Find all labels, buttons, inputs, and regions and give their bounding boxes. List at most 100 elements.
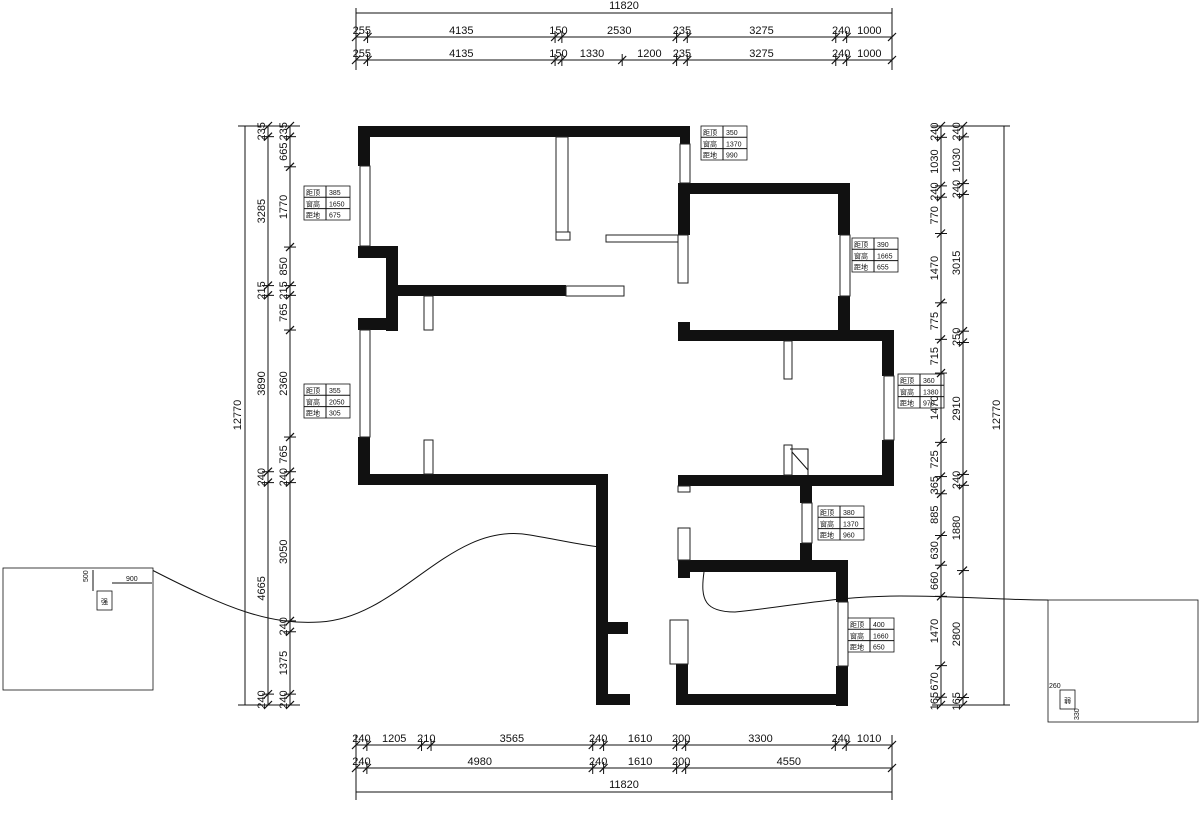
dim-value: 1205 xyxy=(382,733,406,745)
dim-value: 240 xyxy=(256,690,268,708)
dim-value: 630 xyxy=(929,541,941,559)
wall-bedroom1-right-upper xyxy=(838,183,850,235)
wall-bedroom2-right-lower xyxy=(882,440,894,486)
partition-5 xyxy=(423,295,434,331)
partition-2 xyxy=(605,234,687,243)
dim-value: 775 xyxy=(929,312,941,330)
tag-label: 距顶 xyxy=(900,377,914,385)
wiring xyxy=(151,532,1049,623)
dim-value: 1375 xyxy=(278,651,290,675)
wall-bedroom3-right-upper xyxy=(836,560,848,602)
dim-value: 3015 xyxy=(951,251,963,275)
wall-left-notch-bottom xyxy=(358,318,396,330)
dim-value: 850 xyxy=(278,257,290,275)
tag-value: 1665 xyxy=(877,253,893,260)
dim-value: 660 xyxy=(929,572,941,590)
tag-value: 990 xyxy=(726,153,738,160)
socket-box-right xyxy=(1059,689,1076,710)
dim-value: 1010 xyxy=(857,733,881,745)
tag-value: 1370 xyxy=(843,521,859,528)
dim-value: 4550 xyxy=(777,756,801,768)
tag-label: 窗高 xyxy=(306,199,320,208)
dim-value: 1030 xyxy=(929,149,941,173)
wall-bedroom3-stub xyxy=(678,560,690,578)
wall-corridor-left xyxy=(596,474,608,704)
partition-7 xyxy=(783,340,793,380)
window-1 xyxy=(359,165,371,247)
tag-label: 距地 xyxy=(854,263,868,272)
dim-row-left_inner: 2356651770850215765236076524030502401375… xyxy=(278,121,296,710)
wall-bath-lower xyxy=(800,543,812,563)
dim-value: 235 xyxy=(278,122,290,140)
dim-value: 4135 xyxy=(449,25,473,37)
glyph-left: 强 xyxy=(101,598,108,606)
wall-bedroom2-right-upper xyxy=(882,330,894,376)
dim-value: 2360 xyxy=(278,371,290,395)
tag-value: 650 xyxy=(873,645,885,652)
dim-value: 4135 xyxy=(449,48,473,60)
tag-value: 675 xyxy=(329,213,341,220)
tag-label: 窗高 xyxy=(820,519,834,528)
tag-label: 距地 xyxy=(850,643,864,652)
wall-bedroom3-bottom xyxy=(676,694,848,705)
wire-left xyxy=(151,532,601,623)
dim-value: 240 xyxy=(589,733,607,745)
socket-box-left xyxy=(96,590,113,611)
tag-value: 305 xyxy=(329,411,341,418)
dimension-labels: 11820 11820 12770 12770 xyxy=(232,0,1003,791)
partitions xyxy=(423,136,809,665)
dim-value: 255 xyxy=(353,48,371,60)
tag-label: 距顶 xyxy=(854,241,868,249)
window-6 xyxy=(801,502,813,544)
tag-value: 360 xyxy=(923,378,935,385)
window-7 xyxy=(837,601,849,667)
dim-value: 725 xyxy=(929,450,941,468)
wall-bedroom1-left xyxy=(678,183,690,235)
dim-value: 365 xyxy=(929,476,941,494)
wall-bottom-left xyxy=(358,474,606,485)
tag-label: 距地 xyxy=(306,211,320,220)
dim-value: 3275 xyxy=(749,48,773,60)
dim-value: 1610 xyxy=(628,733,652,745)
dim-top-total: 11820 xyxy=(609,0,639,12)
dim-value: 240 xyxy=(832,733,850,745)
detail-right-d2: 330 xyxy=(1074,708,1081,720)
dim-value: 240 xyxy=(951,180,963,198)
tag-value: 1380 xyxy=(923,389,939,396)
dim-left-total: 12770 xyxy=(232,400,244,431)
partition-1 xyxy=(555,136,569,238)
wall-top-right-stub xyxy=(680,126,690,144)
window-2 xyxy=(359,329,371,438)
dim-value: 4980 xyxy=(468,756,492,768)
dim-value: 1880 xyxy=(951,516,963,540)
detail-right: 弱 260 330 xyxy=(1047,599,1199,723)
wire-right xyxy=(702,571,1049,613)
dim-value: 3565 xyxy=(500,733,524,745)
tag-label: 距顶 xyxy=(703,129,717,137)
glyph-right: 弱 xyxy=(1064,697,1071,705)
wall-bedroom2-bottom xyxy=(678,475,894,486)
dim-value: 770 xyxy=(929,206,941,224)
tag-label: 距顶 xyxy=(850,621,864,629)
dim-value: 240 xyxy=(278,690,290,708)
tag-label: 窗高 xyxy=(850,631,864,640)
window-3 xyxy=(679,143,691,184)
dim-value: 240 xyxy=(951,471,963,489)
tag-label: 窗高 xyxy=(900,387,914,396)
wall-bath-upper xyxy=(800,475,812,503)
wall-corridor-stub xyxy=(596,622,628,634)
partition-10 xyxy=(677,527,691,561)
dim-value: 1200 xyxy=(637,48,661,60)
partition-9 xyxy=(677,485,691,493)
wall-bedroom3-top xyxy=(678,560,848,572)
dim-value: 240 xyxy=(832,25,850,37)
tag-label: 窗高 xyxy=(306,397,320,406)
dim-value: 240 xyxy=(256,468,268,486)
